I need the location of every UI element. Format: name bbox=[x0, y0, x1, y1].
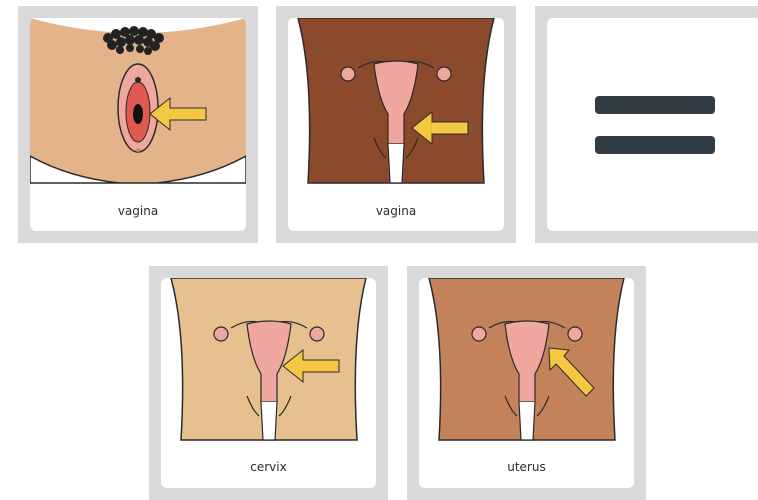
symbol-card-cervix[interactable]: cervix bbox=[149, 266, 388, 500]
vulva-illustration bbox=[30, 18, 246, 231]
equals-icon bbox=[547, 18, 758, 231]
reproductive-organs-illustration bbox=[161, 278, 376, 488]
card-face: cervix bbox=[161, 278, 376, 488]
card-face: vagina bbox=[288, 18, 504, 231]
card-face: uterus bbox=[419, 278, 634, 488]
card-face: vagina bbox=[30, 18, 246, 231]
card-label: cervix bbox=[161, 460, 376, 474]
card-label: vagina bbox=[30, 204, 246, 218]
card-label: uterus bbox=[419, 460, 634, 474]
card-face bbox=[547, 18, 758, 231]
symbol-card-vagina-internal[interactable]: vagina bbox=[276, 6, 516, 243]
card-label: vagina bbox=[288, 204, 504, 218]
symbol-card-uterus[interactable]: uterus bbox=[407, 266, 646, 500]
symbol-card-equals[interactable] bbox=[535, 6, 758, 243]
reproductive-organs-illustration bbox=[288, 18, 504, 231]
symbol-card-vagina-external[interactable]: vagina bbox=[18, 6, 258, 243]
reproductive-organs-illustration bbox=[419, 278, 634, 488]
